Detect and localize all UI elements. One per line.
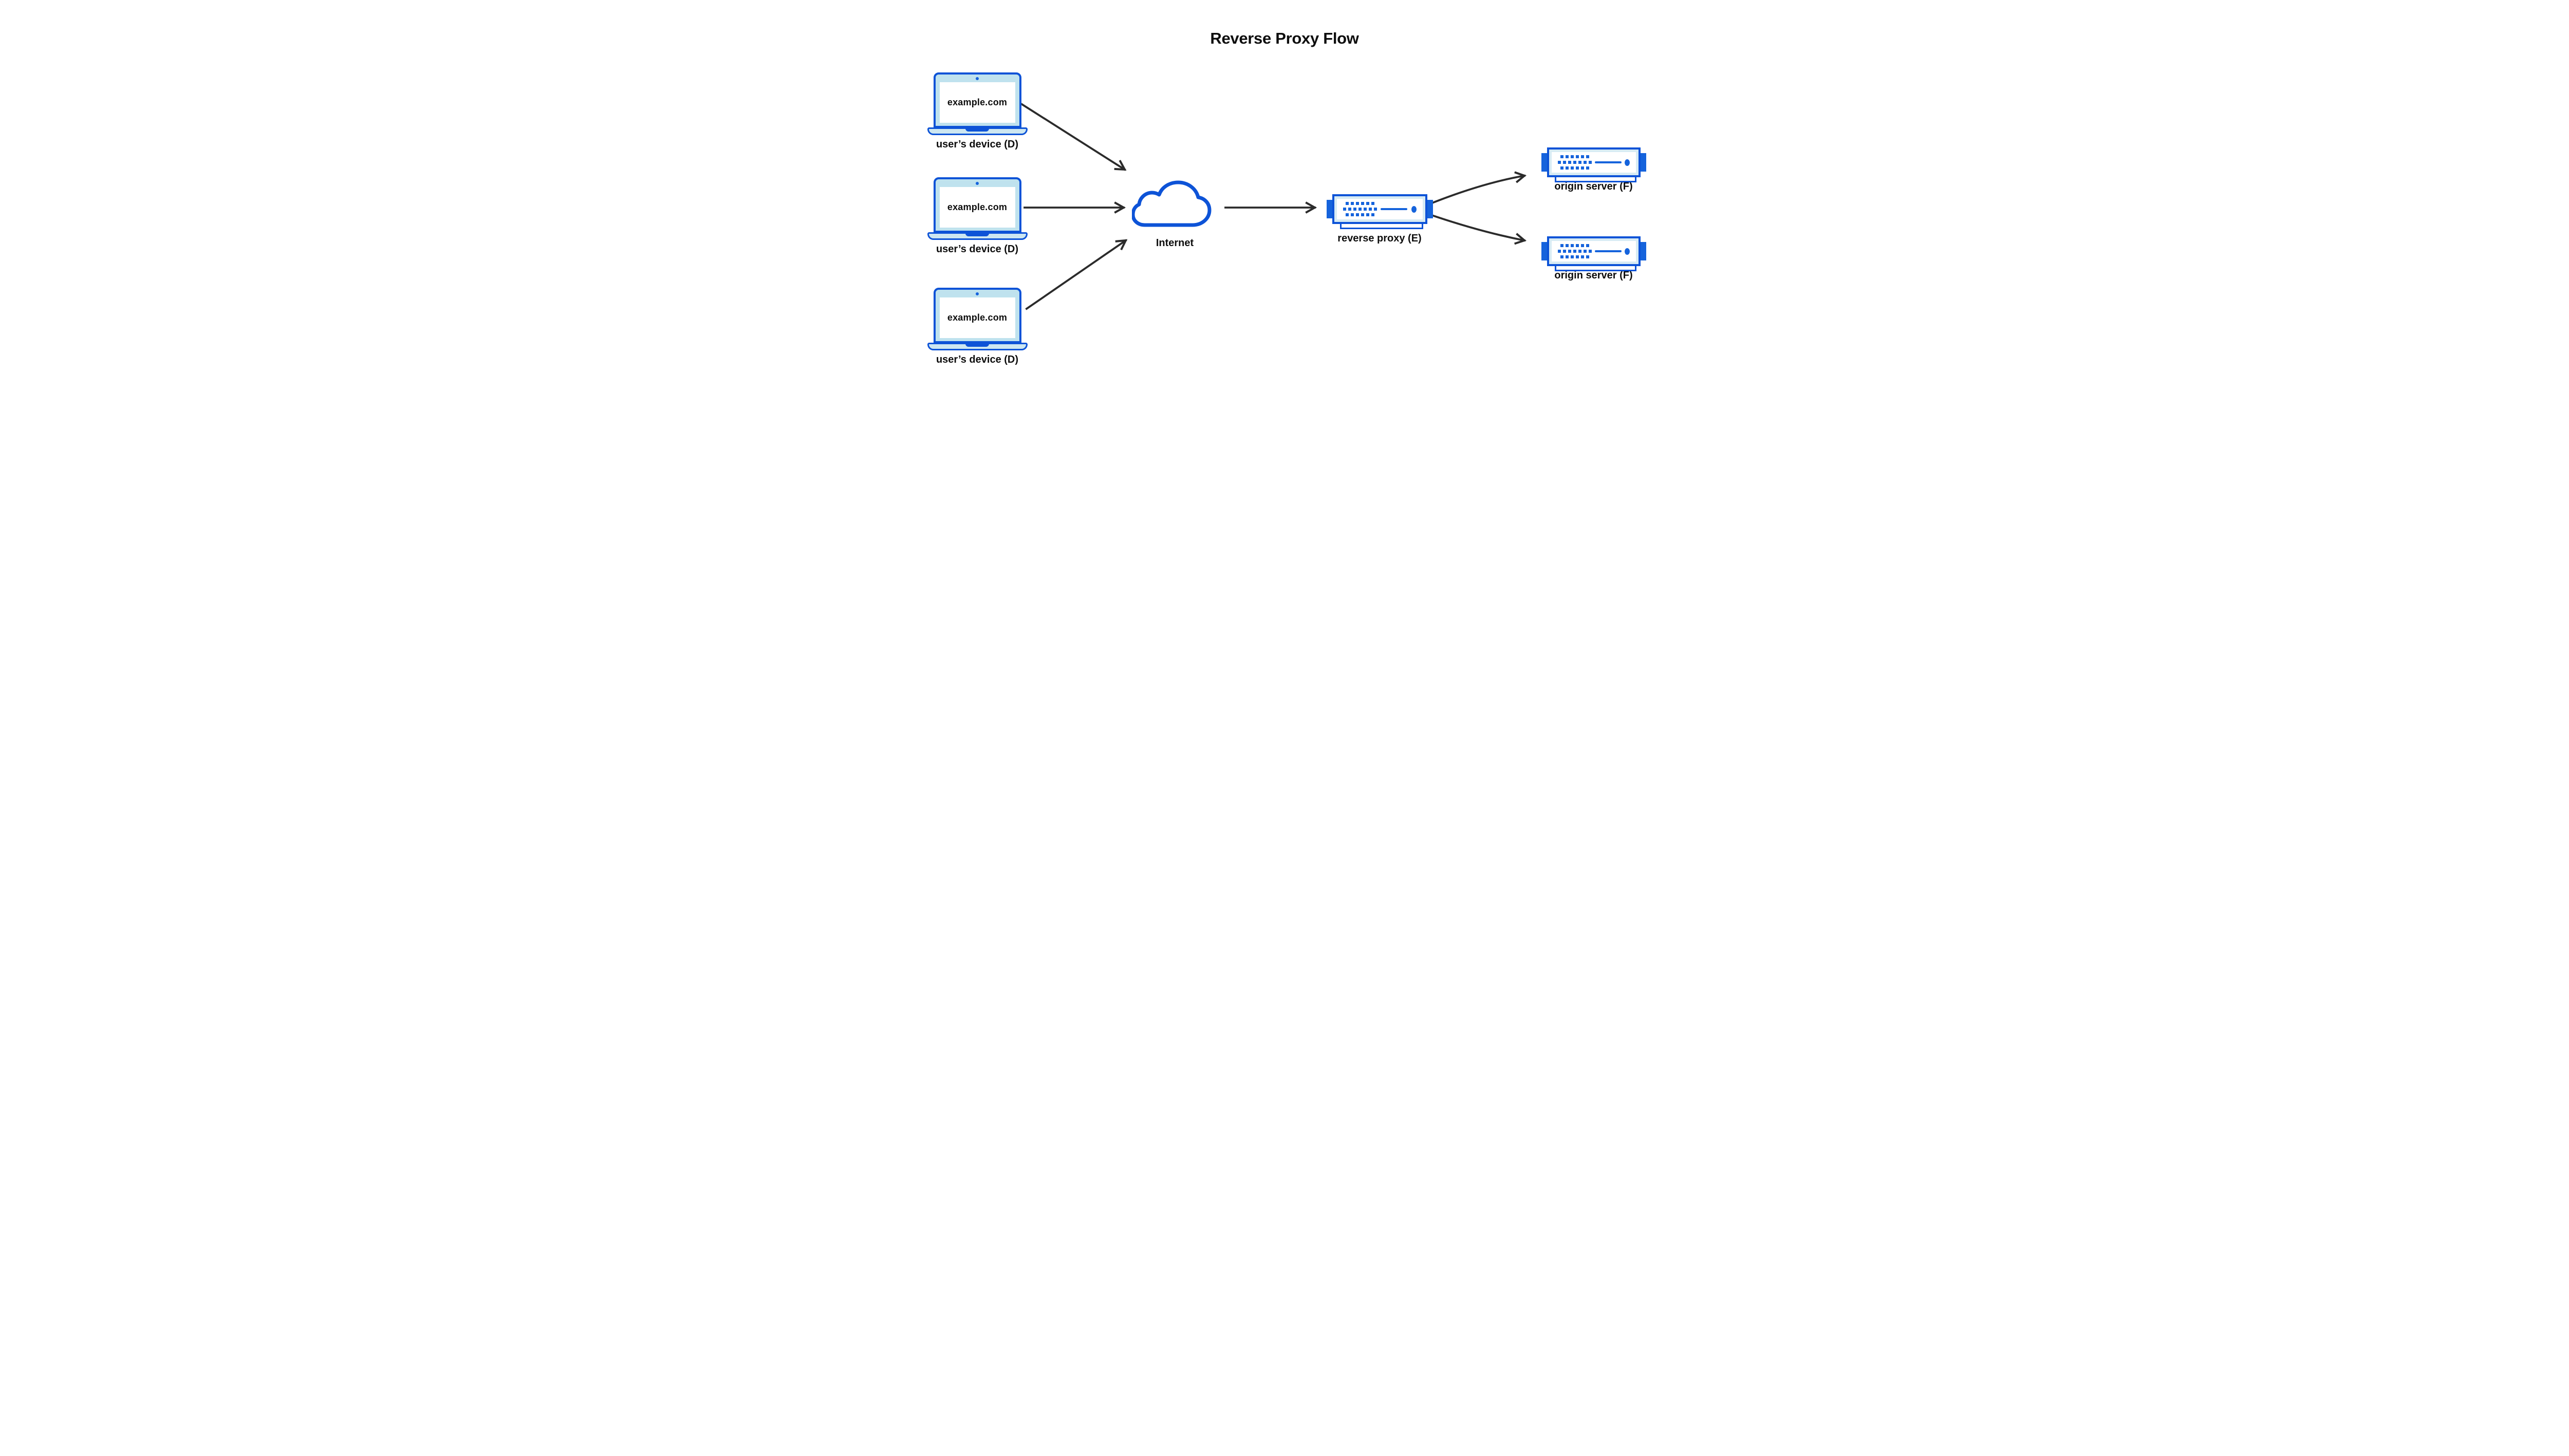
camera-dot-icon	[976, 182, 979, 185]
node-origin-server-2: origin server (F)	[1541, 236, 1646, 282]
diagram-canvas: Reverse Proxy Flow example.com user’s de…	[882, 0, 1687, 403]
server-icon	[1541, 236, 1646, 271]
server-tab-left	[1326, 200, 1333, 218]
vent-dots-icon	[1343, 202, 1377, 216]
node-user-device-1: example.com user’s device (D)	[927, 72, 1028, 151]
laptop-icon: example.com	[927, 72, 1028, 135]
server-slot-line	[1381, 208, 1407, 210]
device-screen-url: example.com	[939, 82, 1015, 123]
device-label: user’s device (D)	[936, 354, 1019, 365]
arrow-proxy-to-origin1	[1432, 171, 1526, 204]
laptop-icon: example.com	[927, 288, 1028, 350]
server-slot-line	[1594, 161, 1622, 163]
server-tab-left	[1541, 153, 1548, 172]
vent-dots-icon	[1557, 244, 1592, 258]
laptop-screen: example.com	[933, 288, 1021, 343]
internet-label: Internet	[1156, 237, 1194, 249]
laptop-notch	[965, 128, 989, 132]
camera-dot-icon	[976, 77, 979, 80]
laptop-notch	[965, 344, 989, 347]
node-internet: Internet	[1131, 178, 1218, 249]
node-user-device-3: example.com user’s device (D)	[927, 288, 1028, 366]
laptop-base	[927, 127, 1028, 135]
arrow-proxy-to-origin2	[1432, 214, 1526, 245]
server-led-icon	[1411, 206, 1417, 213]
node-reverse-proxy: reverse proxy (E)	[1326, 194, 1433, 245]
server-led-icon	[1624, 159, 1630, 166]
laptop-notch	[965, 233, 989, 236]
laptop-base	[927, 343, 1028, 350]
laptop-base	[927, 232, 1028, 240]
node-user-device-2: example.com user’s device (D)	[927, 177, 1028, 255]
cloud-icon	[1131, 180, 1211, 227]
server-panel	[1336, 199, 1423, 219]
laptop-screen: example.com	[933, 177, 1021, 233]
device-screen-url: example.com	[939, 187, 1015, 228]
device-label: user’s device (D)	[936, 139, 1019, 150]
device-screen-url: example.com	[939, 297, 1015, 338]
diagram-title: Reverse Proxy Flow	[1210, 29, 1359, 47]
laptop-screen: example.com	[933, 72, 1021, 128]
arrow-device3-to-internet	[1025, 239, 1127, 310]
server-tab-right	[1639, 242, 1646, 260]
server-tab-left	[1541, 242, 1548, 260]
server-led-icon	[1624, 248, 1630, 255]
server-body	[1332, 194, 1427, 224]
origin-label: origin server (F)	[1554, 181, 1633, 192]
server-panel	[1551, 152, 1636, 173]
server-icon	[1326, 194, 1433, 229]
server-body	[1547, 236, 1641, 266]
origin-label: origin server (F)	[1554, 270, 1633, 281]
laptop-icon: example.com	[927, 177, 1028, 240]
arrow-device1-to-internet	[1020, 103, 1126, 171]
server-tab-right	[1426, 200, 1433, 218]
server-icon	[1541, 147, 1646, 182]
vent-dots-icon	[1557, 155, 1592, 170]
server-tab-right	[1639, 153, 1646, 172]
node-origin-server-1: origin server (F)	[1541, 147, 1646, 193]
server-slot-line	[1594, 250, 1622, 252]
camera-dot-icon	[976, 292, 979, 295]
server-body	[1547, 147, 1641, 177]
device-label: user’s device (D)	[936, 244, 1019, 255]
proxy-label: reverse proxy (E)	[1337, 233, 1422, 244]
server-panel	[1551, 241, 1636, 262]
